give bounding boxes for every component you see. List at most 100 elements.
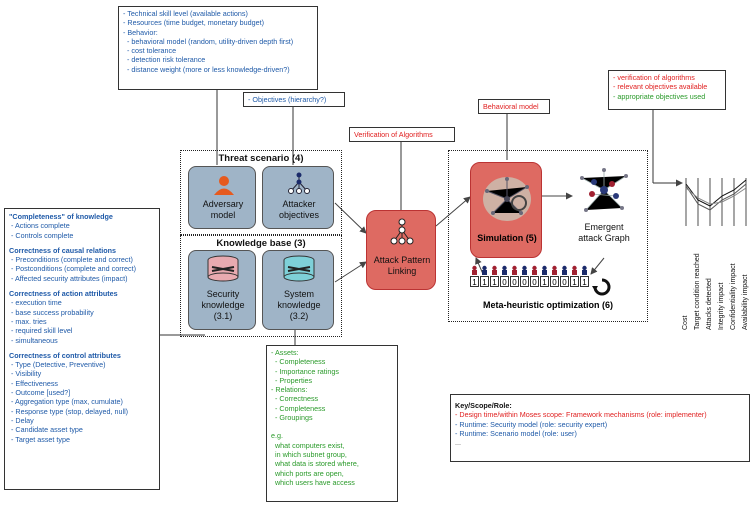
pawn-icon	[532, 265, 537, 271]
knowledge-quality-note: "Completeness" of knowledge - Actions co…	[4, 208, 160, 490]
attack-tree-icon	[390, 218, 414, 245]
bit-cell: 0	[550, 276, 559, 287]
pawn-icon	[562, 265, 567, 271]
quality-section-title: Correctness of control attributes	[9, 350, 121, 360]
verification-label-text: Verification of Algorithms	[354, 130, 433, 139]
quality-section-item: - simultaneous	[9, 335, 58, 345]
system-note-line: which ports are open,	[271, 468, 344, 478]
threat-scenario-title: Threat scenario (4)	[218, 153, 304, 164]
knowledge-base-title: Knowledge base (3)	[216, 238, 306, 249]
system-note-line: which users have access	[271, 477, 355, 487]
simulation-label: Simulation (5)	[477, 233, 537, 243]
bit-cell: 0	[500, 276, 509, 287]
quality-section-item: - Target asset type	[9, 434, 70, 444]
bit-cell: 0	[520, 276, 529, 287]
checklist-green-1: - appropriate objectives used	[613, 91, 706, 101]
quality-section-item: - Type (Detective, Preventive)	[9, 360, 106, 370]
system-note-line: what computers exist,	[271, 440, 345, 450]
security-knowledge-box[interactable]: Security knowledge (3.1)	[188, 250, 256, 330]
bit-cell: 1	[580, 276, 589, 287]
pawn-body	[562, 270, 567, 275]
adversary-model-label: Adversary model	[202, 199, 244, 220]
actor-attribute-line: - Technical skill level (available actio…	[123, 9, 248, 18]
axis-label: Attacks detected	[706, 278, 713, 330]
system-note-line: what data is stored where,	[271, 459, 359, 469]
simulation-box[interactable]: Simulation (5)	[470, 162, 542, 258]
system-note-line: - Groupings	[271, 413, 313, 423]
quality-section-item: - Response type (stop, delayed, null)	[9, 406, 129, 416]
quality-section-item: - execution time	[9, 298, 62, 308]
key-title: Key/Scope/Role:	[455, 401, 512, 410]
axis-label: Cost	[682, 315, 689, 330]
cycle-arrow-icon	[592, 278, 611, 296]
meta-heuristic-label: Meta-heuristic optimization (6)	[482, 300, 613, 310]
adversary-model-box[interactable]: Adversary model	[188, 166, 256, 229]
pawn-body	[482, 270, 487, 275]
system-note-line: e.g.	[271, 431, 283, 441]
quality-section-title: Correctness of action attributes	[9, 289, 118, 299]
system-knowledge-label: System knowledge (3.2)	[277, 289, 321, 321]
pawn-body	[492, 270, 497, 275]
key-more: ...	[455, 438, 461, 448]
checklist-red-1: - verification of algorithms	[613, 73, 695, 82]
pawn-body	[572, 270, 577, 275]
actor-attribute-line: - behavioral model (random, utility-driv…	[123, 36, 294, 46]
knowledge-base-group	[180, 235, 342, 337]
axis-label: Target condition reached	[694, 253, 701, 330]
actor-attributes-note: - Technical skill level (available actio…	[118, 6, 318, 90]
pawn-icon	[482, 265, 487, 271]
bit-cell: 1	[480, 276, 489, 287]
attacker-objectives-box[interactable]: Attacker objectives	[262, 166, 334, 229]
pawn-icon	[582, 265, 587, 271]
pawn-icon	[542, 265, 547, 271]
quality-section-item: - Outcome [used?]	[9, 388, 71, 398]
quality-section-item: - Candidate asset type	[9, 425, 83, 435]
axis-label: Integrity impact	[718, 282, 725, 330]
behavioral-model-label-text: Behavioral model	[483, 102, 539, 111]
optimization-to-simulation-arrow	[475, 257, 484, 275]
emergent-graph-label: Emergent attack Graph	[578, 222, 630, 243]
actor-attribute-line: - cost tolerance	[123, 46, 177, 56]
system-knowledge-note: - Assets: - Completeness - Importance ra…	[266, 345, 398, 502]
security-knowledge-label: Security knowledge (3.1)	[201, 289, 245, 321]
bit-cell: 1	[490, 276, 499, 287]
bit-cell: 0	[510, 276, 519, 287]
quality-section-item: - Postconditions (complete and correct)	[9, 264, 137, 274]
key-design-time: - Design time/within Moses scope: Framew…	[455, 410, 707, 420]
attack-pattern-linking-box[interactable]: Attack Pattern Linking	[366, 210, 436, 290]
actor-attribute-line: - distance weight (more or less knowledg…	[123, 64, 290, 74]
quality-section-item: - Affected security attributes (impact)	[9, 273, 128, 283]
axis-label: Availability impact	[742, 274, 749, 330]
actor-attribute-line: - Behavior:	[123, 27, 158, 37]
quality-section-item: - required skill level	[9, 326, 73, 336]
pawn-icon	[492, 265, 497, 271]
pawn-icon	[512, 265, 517, 271]
pawn-icon	[502, 265, 507, 271]
parallel-coordinates-plot	[685, 178, 747, 226]
pawn-body	[542, 270, 547, 275]
system-knowledge-box[interactable]: System knowledge (3.2)	[262, 250, 334, 330]
bit-cell: 1	[570, 276, 579, 287]
actor-attribute-line: - Resources (time budget, monetary budge…	[123, 18, 265, 28]
behavioral-model-label: Behavioral model	[478, 99, 550, 114]
objective-tree-icon	[288, 172, 310, 194]
security-database-icon	[207, 255, 239, 282]
pawn-icons	[472, 265, 587, 275]
pawn-body	[582, 270, 587, 275]
pawn-icon	[572, 265, 577, 271]
system-note-line: - Properties	[271, 375, 313, 385]
verification-checklist-note: - verification of algorithms - relevant …	[608, 70, 726, 110]
quality-section-item: - Controls complete	[9, 230, 74, 240]
quality-section-item: - Delay	[9, 415, 34, 425]
threat-scenario-group	[180, 150, 342, 235]
bit-cell: 0	[530, 276, 539, 287]
key-runtime-scenario: - Runtime: Scenario model (role: user)	[455, 428, 577, 438]
pawn-body	[522, 270, 527, 275]
quality-section-title: Correctness of causal relations	[9, 245, 117, 255]
pawn-body	[502, 270, 507, 275]
bit-cell: 1	[540, 276, 549, 287]
emergent-graph-icon	[580, 168, 628, 212]
quality-section-item: - Actions complete	[9, 221, 70, 231]
quality-section-item: - Aggregation type (max, cumulate)	[9, 397, 123, 407]
